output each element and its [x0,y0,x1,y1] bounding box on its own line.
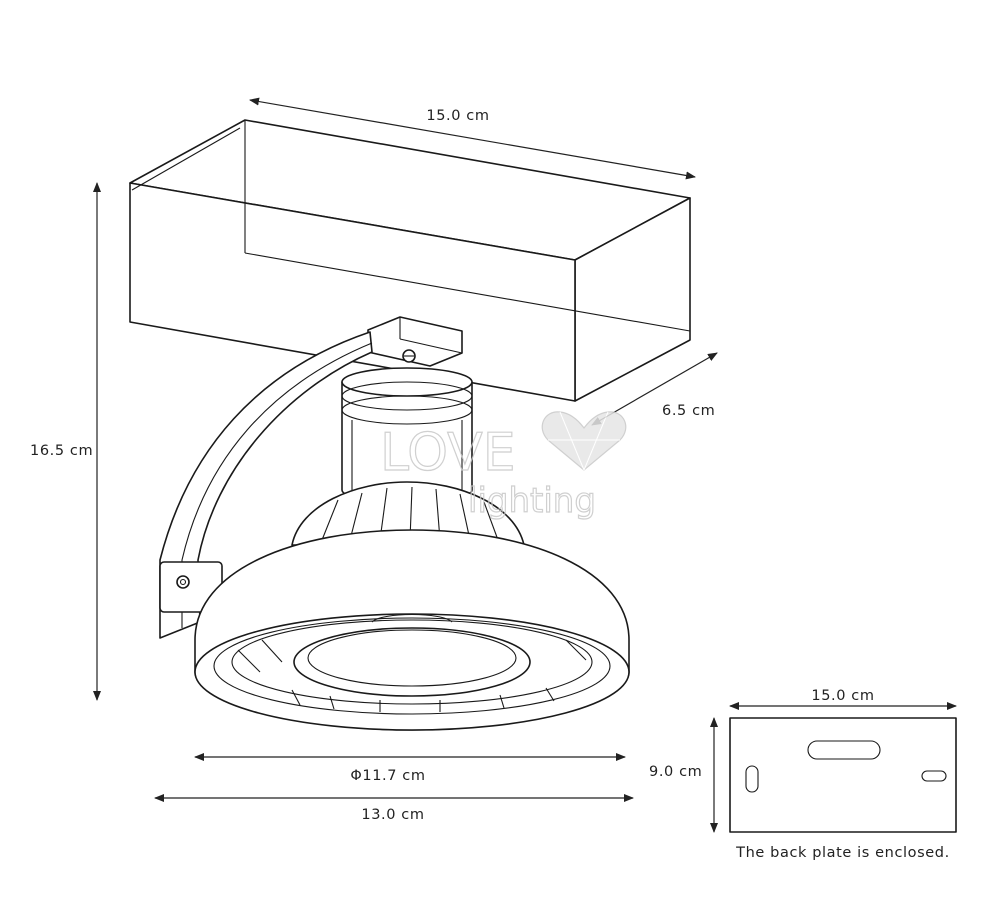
back-plate [729,717,957,833]
back-plate-width-label: 15.0 cm [811,688,874,704]
dimension-width-label: 13.0 cm [361,807,424,823]
dimension-length-label: 15.0 cm [426,108,489,124]
dimension-height: 16.5 cm [30,182,101,701]
back-plate-slot-top [807,740,881,760]
dimension-diameter-label: Φ11.7 cm [350,768,425,784]
dimension-diameter: Φ11.7 cm [194,753,626,784]
watermark-text-bottom: lighting [468,481,596,521]
bracket-arm [159,316,463,639]
back-plate-height-label: 9.0 cm [649,764,702,780]
reflector-segments [237,639,587,712]
dimension-depth-label: 6.5 cm [662,403,715,419]
watermark: LOVE lighting [379,411,627,522]
dimension-height-label: 16.5 cm [30,443,93,459]
dimension-length: 15.0 cm [249,97,696,180]
heart-icon [541,411,627,471]
back-plate-slot-left [745,765,759,793]
lamp-head [194,529,630,731]
back-plate-slot-right [921,770,947,782]
back-plate-height-dimension: 9.0 cm [649,717,718,833]
watermark-text-top: LOVE [380,423,516,483]
dimension-width: 13.0 cm [154,794,634,823]
back-plate-note: The back plate is enclosed. [735,845,950,861]
back-plate-width-dimension: 15.0 cm [729,688,957,710]
